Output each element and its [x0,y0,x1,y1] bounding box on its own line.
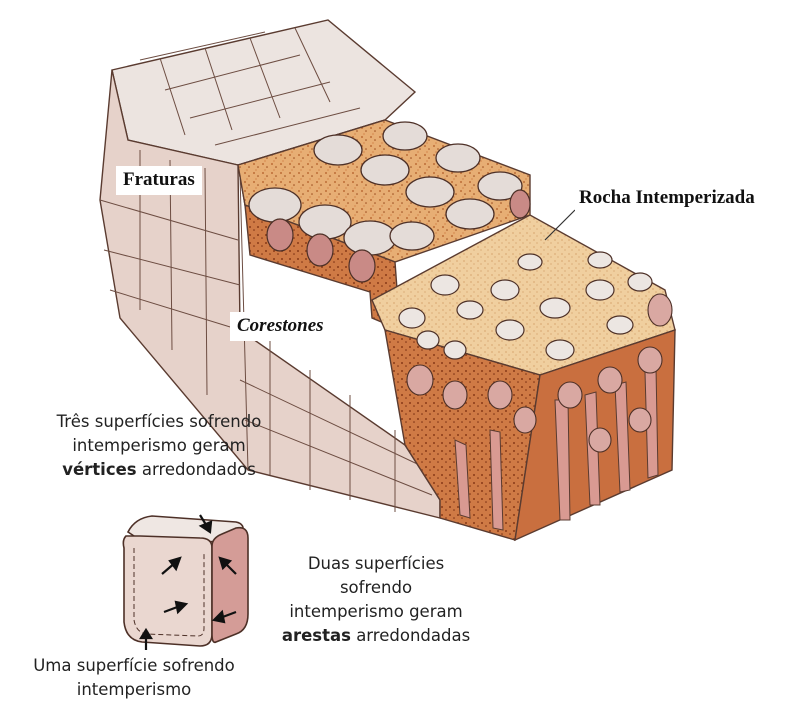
caption-tres-line2: intemperismo geram [28,434,290,458]
label-rocha-intemperizada: Rocha Intemperizada [575,185,759,212]
caption-tres-bold: vértices [62,460,136,479]
caption-duas-rest: arredondadas [351,626,470,645]
caption-tres-line3: vértices arredondados [28,458,290,482]
caption-duas-line3: intemperismo geram [262,600,490,624]
label-fraturas: Fraturas [116,166,202,195]
caption-tres-superficies: Três superfícies sofrendo intemperismo g… [28,410,290,482]
caption-uma-line2: intemperismo [4,678,264,702]
caption-duas-superficies: Duas superfícies sofrendo intemperismo g… [262,552,490,648]
weathering-cube [123,516,248,646]
label-rocha-text: Rocha Intemperizada [579,187,755,208]
caption-duas-line1: Duas superfícies [262,552,490,576]
caption-uma-superficie: Uma superfície sofrendo intemperismo [4,654,264,702]
caption-tres-line1: Três superfícies sofrendo [28,410,290,434]
caption-duas-line4: arestas arredondadas [262,624,490,648]
caption-tres-rest: arredondados [137,460,256,479]
caption-duas-bold: arestas [282,626,351,645]
cube-front [123,536,212,646]
label-fraturas-text: Fraturas [123,169,195,190]
caption-duas-line2: sofrendo [262,576,490,600]
label-corestones-text: Corestones [237,315,324,336]
label-corestones: Corestones [230,312,331,341]
cube-side [212,528,248,643]
caption-uma-line1: Uma superfície sofrendo [4,654,264,678]
